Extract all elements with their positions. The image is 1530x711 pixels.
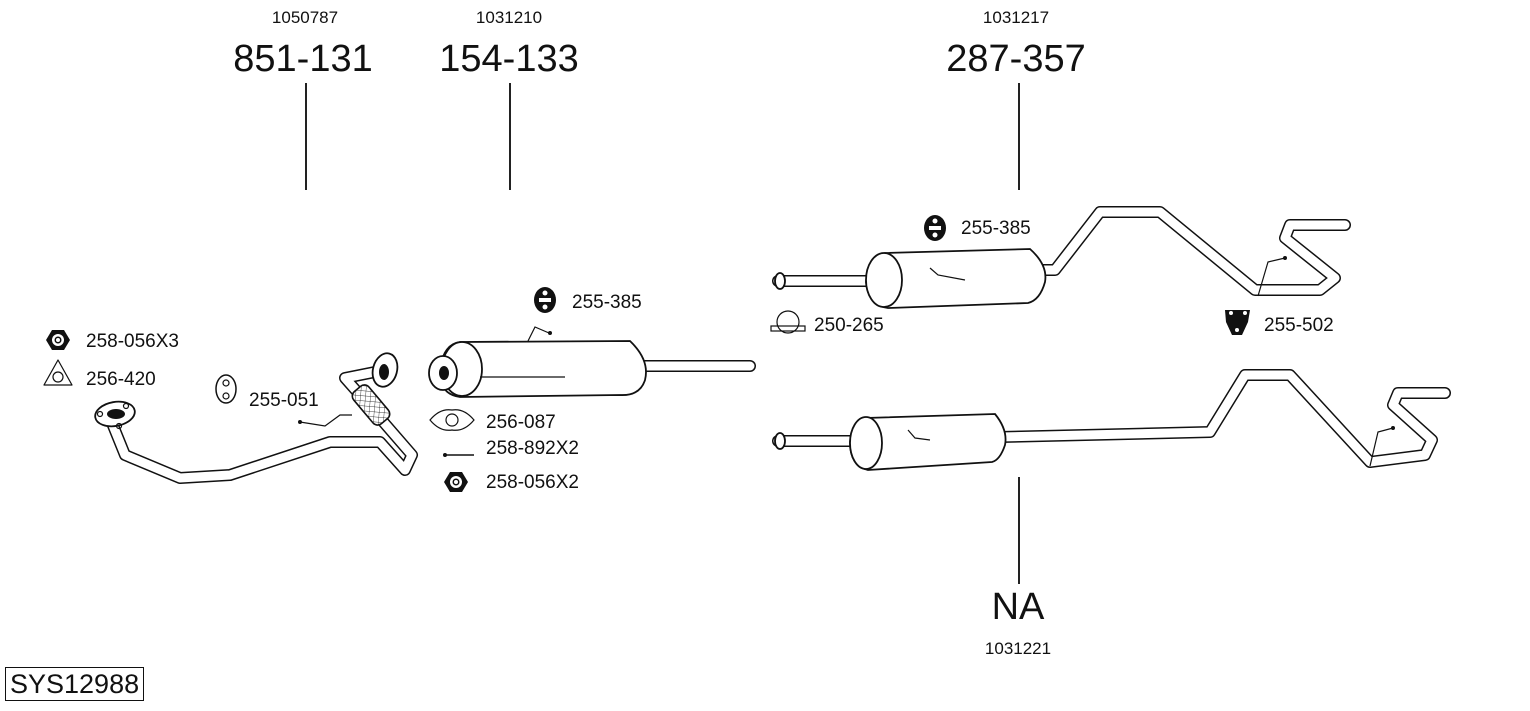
part-number-front-pipe[interactable]: 851-131 [233, 38, 373, 80]
accessory-label[interactable]: 255-385 [572, 292, 642, 313]
rear-silencer-alt-drawing [772, 369, 1451, 471]
leader-line [305, 83, 307, 190]
front-silencer-drawing [428, 326, 756, 398]
part-number-front-silencer[interactable]: 154-133 [439, 38, 579, 80]
accessory-label[interactable]: 255-385 [961, 218, 1031, 239]
hex-nut-icon [46, 330, 70, 350]
accessory-label[interactable]: 250-265 [814, 315, 884, 336]
clamp-icon [770, 310, 806, 334]
accessory-label[interactable]: 258-056X2 [486, 472, 579, 493]
hex-nut-icon [444, 472, 468, 492]
part-code-front-silencer: 1031210 [475, 8, 543, 27]
rear-silencer-drawing [772, 206, 1351, 309]
leader-line [1018, 83, 1020, 190]
rubber-hanger-icon [924, 215, 946, 241]
accessory-label[interactable]: 256-420 [86, 369, 156, 390]
rubber-hanger-icon [215, 374, 237, 404]
accessory-label[interactable]: 258-056X3 [86, 331, 179, 352]
accessory-label[interactable]: 255-051 [249, 390, 319, 411]
gasket-three-hole-icon [43, 359, 73, 386]
leader-line [1018, 477, 1020, 584]
part-code-front-pipe: 1050787 [271, 8, 339, 27]
system-id-badge: SYS12988 [5, 667, 145, 701]
rubber-hanger-icon [534, 287, 556, 313]
bolt-icon [443, 453, 474, 457]
front-pipe-drawing [94, 352, 418, 484]
part-number-rear-silencer[interactable]: 287-357 [946, 38, 1086, 80]
gasket-two-hole-icon [429, 409, 475, 431]
part-code-rear-silencer: 1031217 [982, 8, 1050, 27]
part-number-rear-silencer-alt[interactable]: NA [991, 586, 1045, 628]
bracket-hanger-icon [1225, 310, 1250, 335]
leader-line [509, 83, 511, 190]
accessory-label[interactable]: 258-892X2 [486, 438, 579, 459]
part-code-rear-silencer-alt: 1031221 [984, 639, 1052, 658]
accessory-label[interactable]: 255-502 [1264, 315, 1334, 336]
accessory-label[interactable]: 256-087 [486, 412, 556, 433]
